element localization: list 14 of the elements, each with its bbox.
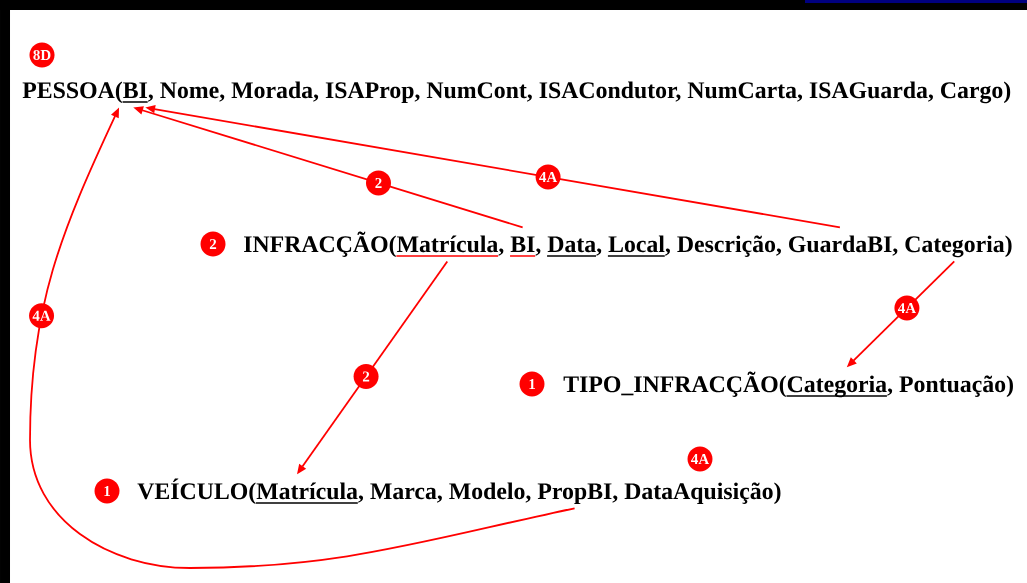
number-badge: 1 xyxy=(94,478,120,504)
number-badge: 8D xyxy=(29,42,55,68)
edge-label: 2 xyxy=(375,178,382,188)
relation-schema: TIPO_INFRACÇÃO(Categoria, Pontuação) xyxy=(563,371,1013,398)
relation-schema: INFRACÇÃO(Matrícula, BI, Data, Local, Descrição, GuardaBI, Categoria) xyxy=(244,231,1012,258)
relation-schema: PESSOA(BI, Nome, Morada, ISAProp, NumCont, ISACondutor, NumCarta, ISAGuarda, Cargo) xyxy=(22,81,1011,104)
edge-label: 4A xyxy=(539,172,558,182)
number-badge: 4A xyxy=(687,446,713,472)
edge-label: 2 xyxy=(362,371,370,382)
number-badge: 1 xyxy=(519,371,545,397)
number-badge: 2 xyxy=(200,231,226,257)
edge-label: 4A xyxy=(32,310,51,321)
relation-schema: VEÍCULO(Matrícula, Marca, Modelo, PropBI, DataAquisição) xyxy=(137,478,781,505)
edge-label: 4A xyxy=(897,303,916,313)
